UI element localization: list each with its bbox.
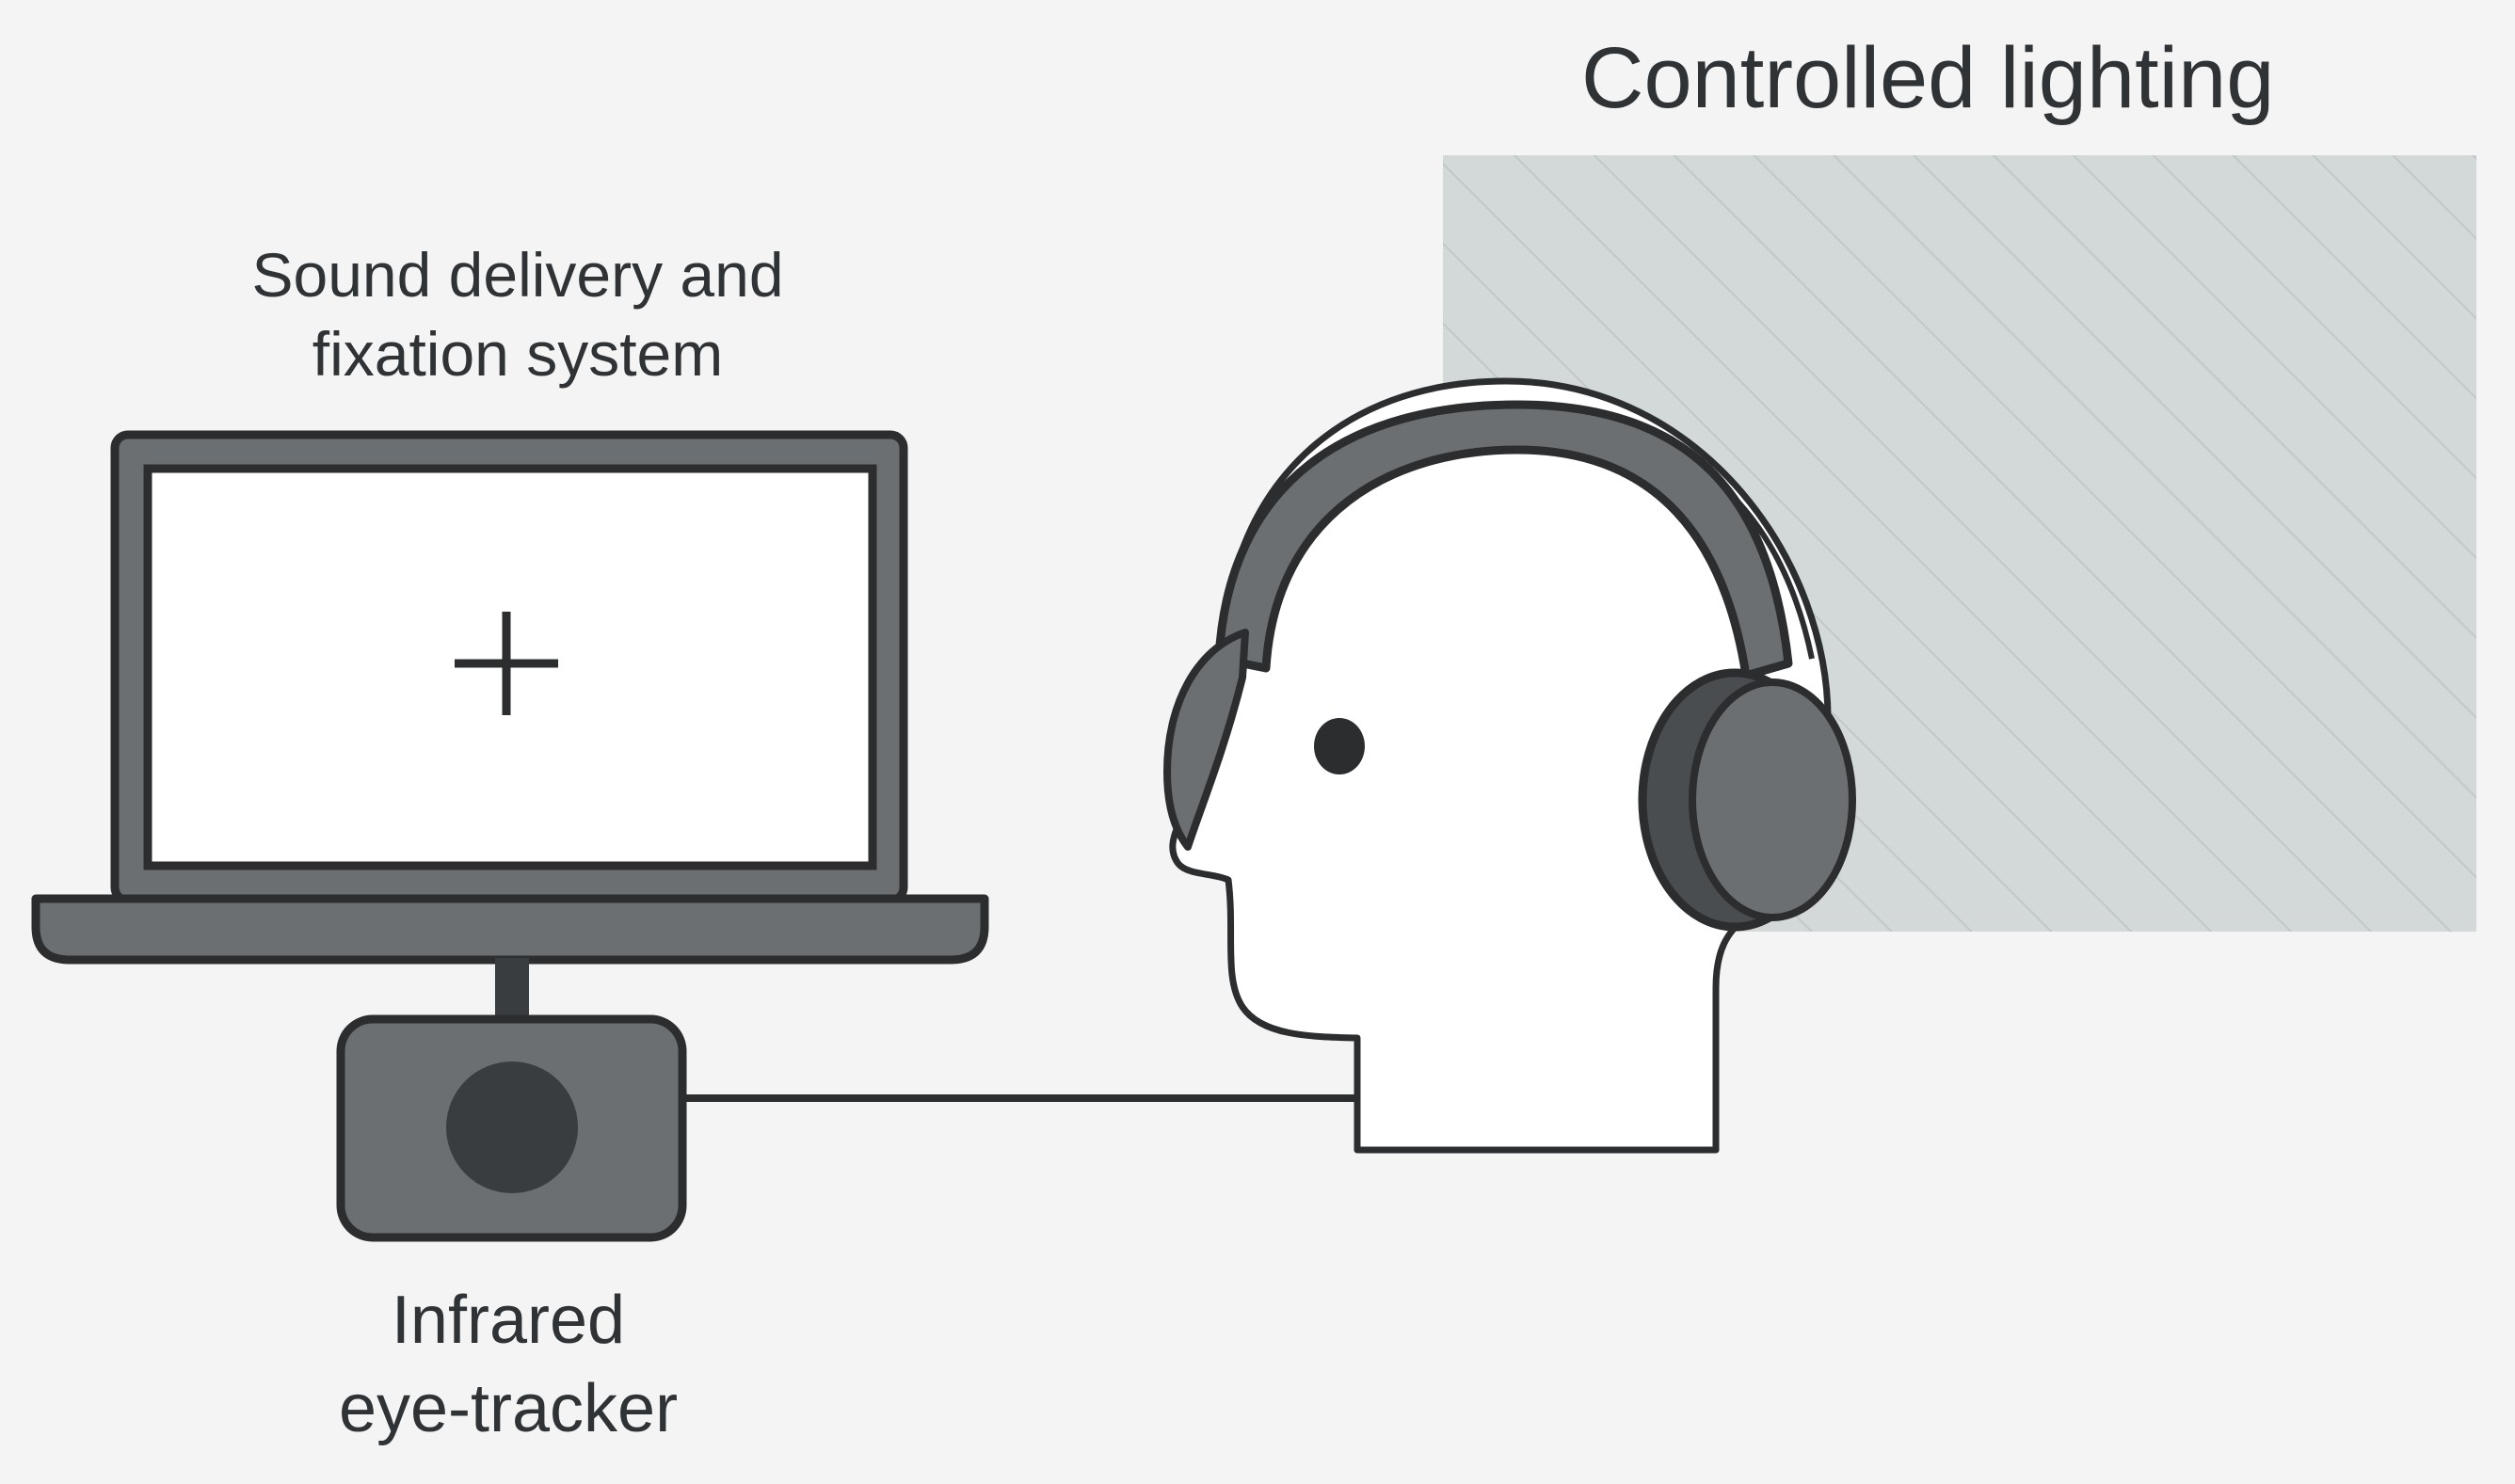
sound-delivery-label: Sound delivery and fixation system [151,235,885,393]
headband [1214,400,1793,680]
controlled-lighting-label: Controlled lighting [1581,26,2297,130]
sound-delivery-line-2: fixation system [312,319,724,389]
right-ear-cup [1689,678,1856,921]
camera-icon [336,1014,687,1242]
eye-tracker-line-1: Infrared [391,1283,626,1358]
eye [1314,718,1365,774]
eye-tracker-label: Infrared eye-tracker [226,1276,791,1453]
eye-tracker-lens [446,1061,578,1193]
laptop-base [31,894,989,965]
plus-icon [455,612,558,715]
tracker-mount [495,958,529,1021]
controlled-lighting-text: Controlled lighting [1581,30,2275,126]
sound-delivery-line-1: Sound delivery and [251,240,784,310]
eye-tracker-line-2: eye-tracker [338,1371,679,1446]
left-ear-cup [1163,629,1249,851]
headphones-icon [1163,400,1856,932]
laptop-icon [31,430,989,965]
